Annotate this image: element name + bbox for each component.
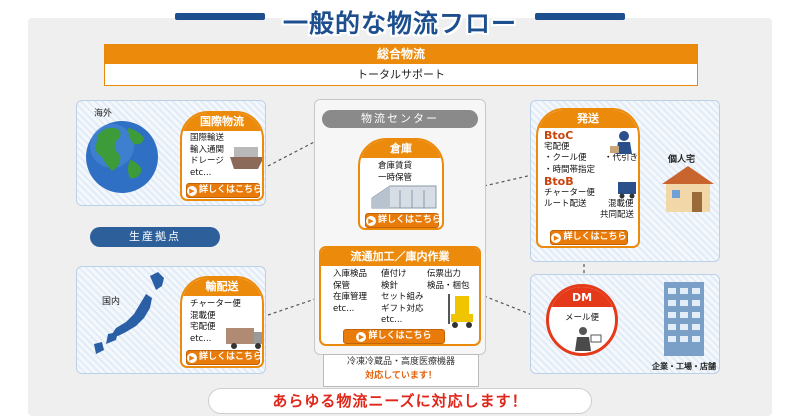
dm-text: メール便 bbox=[564, 313, 599, 323]
warehouse-item: 倉庫賃貸 bbox=[378, 161, 413, 171]
truck-icon bbox=[226, 328, 262, 349]
processing-col1-item: 入庫検品 bbox=[333, 269, 368, 279]
btoc-item: ・時間帯指定 bbox=[544, 164, 596, 175]
international-details-button[interactable]: ▶詳しくはこちら bbox=[186, 183, 262, 198]
processing-col2-item: 検針 bbox=[381, 280, 399, 291]
processing-col2-item: 値付け bbox=[381, 269, 407, 279]
shipping-details-button[interactable]: ▶詳しくはこちら bbox=[550, 230, 628, 245]
special-goods-note: 冷凍冷蔵品・高度医療機器 対応しています！ bbox=[323, 354, 479, 387]
warehouse-details-button[interactable]: ▶詳しくはこちら bbox=[365, 213, 441, 228]
processing-col2-item: セット組み bbox=[381, 292, 424, 302]
processing-col3-item: 伝票出力 bbox=[427, 269, 462, 279]
delivery-item: etc... bbox=[190, 333, 212, 344]
dm-title: DM bbox=[549, 287, 615, 307]
page-title: 一般的な物流フロー bbox=[282, 9, 517, 38]
btoc-item: 宅配便 bbox=[544, 141, 570, 152]
domestic-region-label: 国内 bbox=[102, 297, 121, 307]
overall-body: トータルサポート bbox=[357, 68, 445, 81]
delivery-item: チャーター便 bbox=[190, 299, 241, 309]
delivery-item: 混載便 bbox=[190, 310, 216, 321]
bottom-tagline: あらゆる物流ニーズに対応します！ bbox=[208, 388, 592, 414]
warehouse-card: 倉庫 倉庫賃貸 一時保管 ▶詳しくはこちら bbox=[358, 138, 444, 230]
processing-col1-item: 在庫管理 bbox=[333, 292, 368, 302]
international-logistics-title: 国際物流 bbox=[182, 113, 262, 131]
connector-center-shipping bbox=[483, 174, 533, 187]
delivery-card: 輸配送 チャーター便 混載便 宅配便 etc... ▶詳しくはこちら bbox=[180, 276, 264, 368]
shipping-card: 発送 BtoC 宅配便 ・クール便 ・時間帯指定 BtoB チャーター便 ルート… bbox=[536, 108, 640, 248]
ship-icon bbox=[230, 147, 262, 169]
btob-item: 共同配送 bbox=[600, 210, 635, 220]
forklift-icon bbox=[448, 294, 473, 328]
courier-icon bbox=[610, 131, 636, 199]
connector-domestic-center bbox=[267, 297, 319, 316]
note-line1: 冷凍冷蔵品・高度医療機器 bbox=[346, 357, 455, 367]
mail-carrier-icon bbox=[575, 327, 602, 351]
dm-card: DM メール便 bbox=[546, 284, 618, 356]
processing-card: 流通加工／庫内作業 入庫検品 保管 在庫管理 etc... 値付け 検針 セット… bbox=[319, 246, 481, 346]
production-base-pill: 生産拠点 bbox=[90, 227, 220, 247]
logistics-center-label: 物流センター bbox=[322, 110, 478, 128]
home-destination-label: 個人宅 bbox=[668, 155, 696, 165]
international-item: ドレージ bbox=[190, 156, 224, 166]
international-logistics-card: 国際物流 国際輸送 輸入通関 ドレージ etc... ▶詳しくはこちら bbox=[180, 111, 264, 201]
warehouse-item: 一時保管 bbox=[378, 172, 413, 183]
international-item: 輸入通関 bbox=[190, 144, 225, 155]
title-bar-right bbox=[535, 13, 625, 20]
btoc-item: ・クール便 bbox=[544, 153, 587, 163]
warehouse-icon bbox=[371, 185, 437, 209]
note-line2: 対応しています！ bbox=[365, 371, 437, 381]
title-bar-left bbox=[175, 13, 265, 20]
btob-item: チャーター便 bbox=[544, 187, 595, 198]
overseas-region-label: 海外 bbox=[94, 109, 113, 119]
international-item: etc... bbox=[190, 167, 212, 178]
btob-item: 混載便 bbox=[608, 199, 634, 209]
processing-col2-item: ギフト対応 bbox=[381, 303, 424, 314]
processing-col1-item: 保管 bbox=[333, 280, 351, 291]
international-item: 国際輸送 bbox=[190, 133, 225, 143]
processing-col1-item: etc... bbox=[333, 303, 355, 314]
processing-details-button[interactable]: ▶詳しくはこちら bbox=[343, 329, 445, 344]
processing-col3-item: 検品・梱包 bbox=[427, 280, 470, 291]
business-destination-label: 企業・工場・店舗 bbox=[652, 362, 716, 371]
delivery-details-button[interactable]: ▶詳しくはこちら bbox=[186, 350, 262, 365]
btoc-item: ・代引き bbox=[604, 153, 639, 163]
delivery-item: 宅配便 bbox=[190, 322, 216, 332]
overall-logistics-banner: 総合物流 トータルサポート bbox=[104, 44, 698, 86]
btoc-label: BtoC bbox=[544, 129, 574, 142]
delivery-title: 輸配送 bbox=[182, 278, 262, 296]
warehouse-title: 倉庫 bbox=[360, 140, 442, 158]
btob-item: ルート配送 bbox=[544, 199, 587, 209]
overall-header: 総合物流 bbox=[105, 45, 697, 64]
shipping-title: 発送 bbox=[538, 110, 638, 128]
processing-title: 流通加工／庫内作業 bbox=[321, 248, 479, 266]
processing-col2-item: etc... bbox=[381, 315, 403, 325]
btob-label: BtoB bbox=[544, 175, 574, 188]
